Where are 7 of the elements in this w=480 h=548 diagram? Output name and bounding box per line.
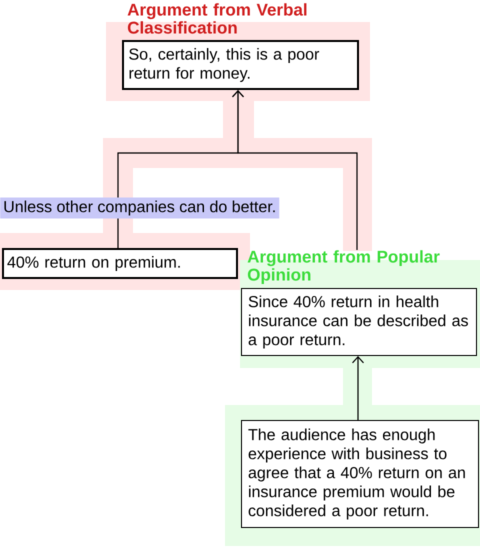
statement-box: 40% return on premium. xyxy=(2,248,238,279)
statement-box: So, certainly, this is a poor return for money. xyxy=(122,40,359,90)
statement-box: Since 40% return in health insurance can be described as a poor return. xyxy=(241,288,477,356)
arrow xyxy=(232,90,358,250)
statement-box: The audience has enough experience with business to agree that a 40% return on an insurance premium would be considered a poor return. xyxy=(241,420,479,528)
edge-label: Unless other companies can do better. xyxy=(0,198,280,218)
arrow xyxy=(352,356,364,420)
